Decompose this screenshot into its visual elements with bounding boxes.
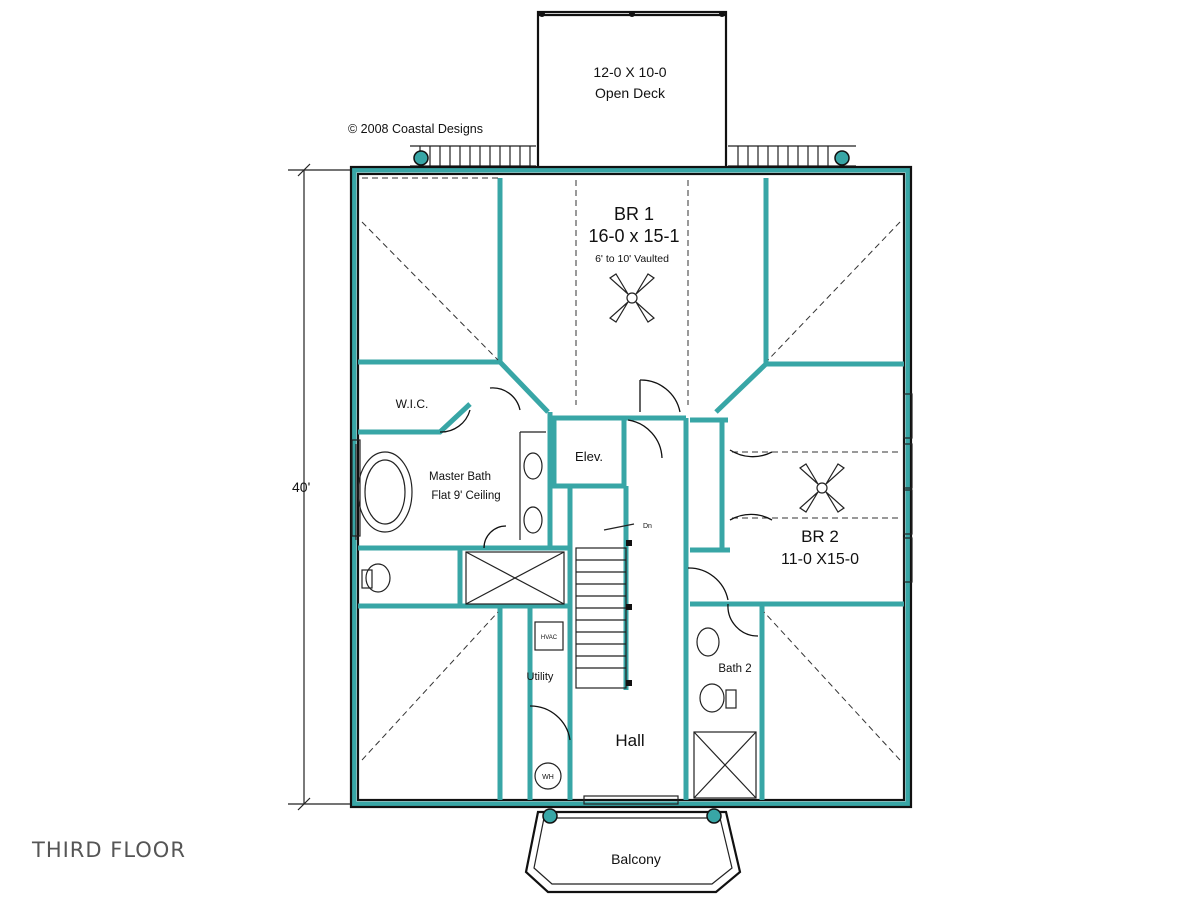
deck-size-label: 12-0 X 10-0 (593, 64, 666, 80)
bathroom-fixtures (355, 431, 757, 799)
deck-railing-left (410, 145, 536, 167)
elev-label: Elev. (575, 449, 603, 464)
utility-label: Utility (527, 671, 554, 683)
ceiling-fan-br2 (799, 463, 845, 513)
wh-label: WH (542, 774, 554, 781)
dn-label: Dn (643, 523, 652, 530)
balcony (524, 808, 742, 894)
door-swings (439, 379, 773, 741)
wic-label: W.I.C. (396, 397, 429, 411)
dimension-label: 40' (292, 479, 310, 495)
master-bath-label-1: Master Bath (429, 471, 491, 483)
balcony-label: Balcony (611, 851, 661, 867)
interior-walls (358, 178, 904, 800)
ceiling-fan-br1 (609, 273, 655, 323)
windows (351, 393, 913, 805)
br1-name-label: BR 1 (614, 204, 654, 224)
hvac-label: HVAC (541, 635, 558, 641)
deck-railing-right (728, 145, 856, 167)
hall-label: Hall (615, 731, 644, 750)
br2-name-label: BR 2 (801, 527, 839, 546)
floor-title: THIRD FLOOR (32, 838, 186, 862)
bath2-label: Bath 2 (718, 663, 751, 675)
stairs (575, 523, 635, 689)
dimension-line (288, 163, 350, 811)
ceiling-lines (361, 177, 901, 761)
water-heater (534, 762, 562, 790)
br2-size-label: 11-0 X15-0 (781, 551, 859, 568)
deck-name-label: Open Deck (595, 85, 666, 101)
br1-note-label: 6' to 10' Vaulted (595, 253, 669, 265)
master-bath-label-2: Flat 9' Ceiling (431, 490, 500, 502)
copyright-text: © 2008 Coastal Designs (348, 122, 483, 136)
br1-size-label: 16-0 x 15-1 (588, 226, 679, 246)
hvac-unit (534, 621, 564, 651)
